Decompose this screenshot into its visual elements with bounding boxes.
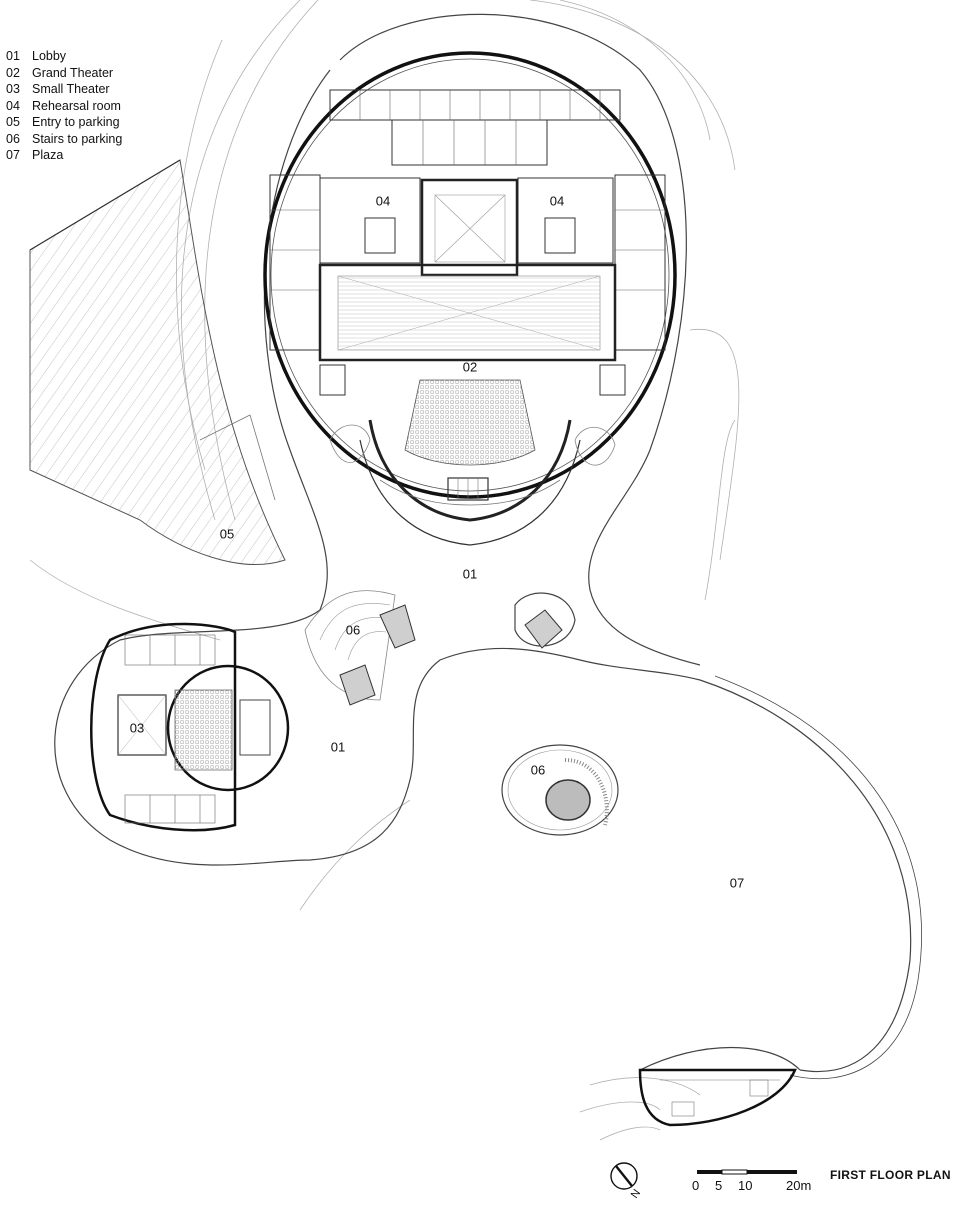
legend-name: Lobby bbox=[32, 49, 67, 63]
legend-item: 07 Plaza bbox=[6, 147, 122, 164]
legend-item: 05 Entry to parking bbox=[6, 114, 122, 131]
legend-item: 01 Lobby bbox=[6, 48, 122, 65]
site-landscape-lines bbox=[29, 0, 740, 1141]
kiosk bbox=[514, 592, 576, 649]
label-parking-entry: 05 bbox=[219, 526, 235, 542]
label-lobby-south: 01 bbox=[330, 739, 346, 755]
stairs-west bbox=[304, 590, 416, 706]
plaza-pavilion bbox=[638, 1068, 797, 1127]
label-lobby-north: 01 bbox=[462, 566, 478, 582]
legend-item: 06 Stairs to parking bbox=[6, 131, 122, 148]
legend-name: Stairs to parking bbox=[32, 131, 123, 146]
label-stairs-west: 06 bbox=[345, 622, 361, 638]
legend-name: Rehearsal room bbox=[32, 98, 121, 113]
label-rehearsal-west: 04 bbox=[375, 193, 391, 209]
scale-tick-10: 10 bbox=[738, 1178, 753, 1193]
legend-item: 03 Small Theater bbox=[6, 81, 122, 98]
legend-name: Grand Theater bbox=[32, 65, 114, 80]
small-theater-building bbox=[90, 622, 290, 832]
legend-code: 03 bbox=[6, 82, 20, 96]
label-plaza: 07 bbox=[729, 875, 745, 891]
legend-code: 05 bbox=[6, 115, 20, 129]
parking-ramp bbox=[29, 159, 286, 565]
scale-tick-5: 5 bbox=[715, 1178, 723, 1193]
legend-name: Small Theater bbox=[32, 82, 110, 96]
label-small-theater: 03 bbox=[129, 720, 145, 736]
lobby-envelope bbox=[54, 13, 922, 1079]
legend-code: 06 bbox=[6, 131, 20, 146]
north-compass-icon bbox=[610, 1162, 638, 1190]
legend: 01 Lobby 02 Grand Theater 03 Small Theater 04 R… bbox=[6, 48, 122, 164]
legend-name: Plaza bbox=[32, 148, 64, 162]
legend-code: 04 bbox=[6, 98, 20, 113]
stairs-east bbox=[501, 744, 619, 836]
label-grand-theater: 02 bbox=[462, 359, 478, 375]
legend-code: 02 bbox=[6, 65, 20, 80]
grand-theater-building bbox=[263, 51, 677, 546]
legend-name: Entry to parking bbox=[32, 115, 120, 129]
legend-code: 07 bbox=[6, 148, 20, 162]
label-stairs-east: 06 bbox=[530, 762, 546, 778]
legend-item: 04 Rehearsal room bbox=[6, 98, 122, 115]
plan-title: FIRST FLOOR PLAN bbox=[830, 1168, 951, 1182]
label-rehearsal-east: 04 bbox=[549, 193, 565, 209]
legend-code: 01 bbox=[6, 49, 20, 63]
scale-tick-0: 0 bbox=[692, 1178, 700, 1193]
scale-bar bbox=[697, 1169, 797, 1175]
scale-tick-20m: 20m bbox=[786, 1178, 812, 1193]
legend-item: 02 Grand Theater bbox=[6, 65, 122, 82]
